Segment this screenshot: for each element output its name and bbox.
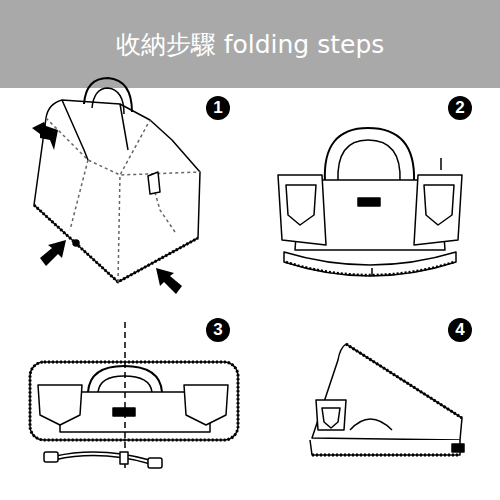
callout-number: 4 [448, 318, 472, 342]
drawing-part [120, 452, 128, 464]
drawing-part [312, 454, 460, 457]
callout-number: 3 [206, 318, 230, 342]
drawing-part [34, 205, 198, 282]
drawing-part [286, 262, 454, 275]
drawing-part [148, 172, 160, 194]
drawing-part [55, 454, 150, 462]
drawing-part [346, 344, 462, 418]
drawing-part [38, 385, 82, 425]
drawing-part [310, 440, 460, 455]
drawing-part [40, 240, 66, 266]
drawing-part [46, 118, 200, 175]
drawing-part [148, 458, 162, 468]
drawing-part [312, 344, 462, 440]
drawing-part [424, 185, 454, 225]
drawing-part [62, 100, 88, 160]
step1-bag [34, 78, 200, 282]
drawing-part [124, 322, 126, 472]
drawing-part [286, 185, 316, 225]
drawing-part [70, 160, 88, 230]
drawing-part [206, 96, 230, 120]
drawing-part [448, 318, 472, 342]
drawing-part [34, 100, 200, 282]
drawing-part [118, 120, 150, 282]
drawing-part [32, 122, 58, 150]
drawing-part [440, 158, 442, 170]
header-band [0, 0, 500, 88]
drawing-part [184, 385, 228, 425]
drawing-part [278, 175, 326, 245]
drawing-part [44, 452, 58, 462]
drawing-part [452, 444, 464, 452]
drawing-part [88, 366, 162, 392]
drawing-part [338, 140, 400, 182]
drawing-part [206, 318, 230, 342]
callout-number: 2 [448, 96, 472, 120]
drawing-part [284, 252, 456, 276]
drawing-part [73, 240, 79, 246]
page-title: 收納步驟 folding steps [0, 28, 500, 61]
drawing-part [316, 400, 346, 430]
drawing-part [30, 362, 238, 440]
drawing-part [92, 88, 124, 114]
step3-bag [30, 322, 238, 472]
drawing-part [358, 198, 380, 206]
drawing-part [448, 96, 472, 120]
drawing-part [325, 128, 414, 182]
drawing-part [156, 268, 182, 294]
drawing-part [120, 104, 128, 150]
step2-bag [278, 128, 462, 276]
callout-number: 1 [206, 96, 230, 120]
drawing-part [113, 408, 135, 416]
drawing-part [84, 78, 132, 112]
drawing-part [55, 454, 150, 462]
callout-circles [206, 96, 472, 342]
push-arrows [32, 122, 182, 294]
drawing-part [414, 175, 462, 245]
drawing-part [322, 408, 340, 428]
drawing-part [350, 419, 392, 430]
drawing-part [30, 362, 238, 440]
step4-bag [310, 344, 464, 455]
drawing-part [371, 268, 373, 276]
